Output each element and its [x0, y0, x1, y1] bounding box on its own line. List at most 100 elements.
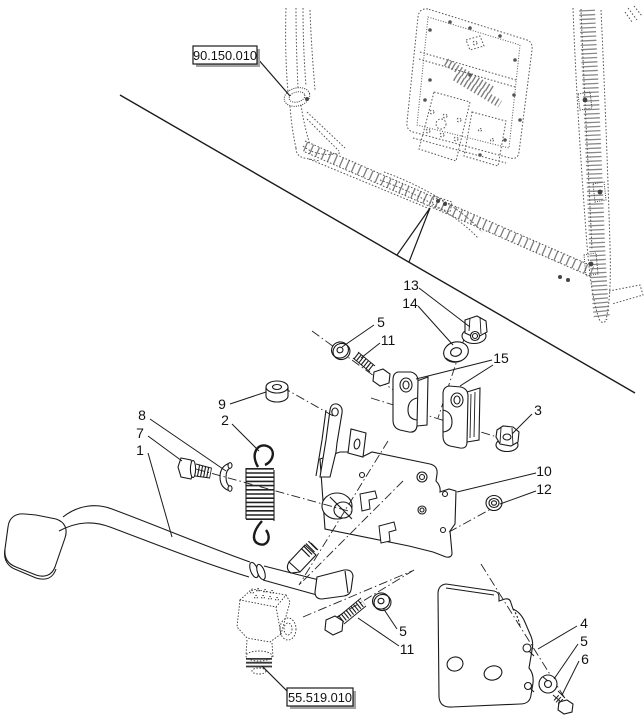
callout-leader-line — [417, 305, 454, 346]
screw-7 — [177, 457, 213, 480]
ref-box-frame-ref[interactable]: 90.150.010 — [192, 45, 291, 97]
callout-leader-line — [147, 435, 183, 462]
washer-14 — [443, 341, 469, 363]
part-callout-6: 6 — [561, 651, 589, 696]
seat-plate — [418, 91, 507, 167]
cab-frame — [283, 5, 644, 323]
part-callout-5: 5 — [382, 607, 407, 639]
callout-leader-line — [537, 625, 578, 650]
part-callout-5: 5 — [341, 314, 385, 348]
part-callout-8: 8 — [138, 407, 227, 472]
refbox-layer: 90.150.010 55.519.010 — [192, 45, 356, 709]
part-number-14[interactable]: 14 — [402, 295, 418, 311]
callout-leader-line — [511, 413, 533, 435]
washer-5-lower — [538, 674, 558, 694]
part-number-11[interactable]: 11 — [400, 641, 415, 657]
part-number-7[interactable]: 7 — [136, 425, 144, 441]
bushing-9 — [265, 380, 289, 403]
part-callout-7: 7 — [136, 425, 183, 462]
part-callout-2: 2 — [221, 412, 260, 452]
part-number-5[interactable]: 5 — [377, 314, 385, 330]
panel-fasteners — [423, 20, 522, 157]
part-number-6[interactable]: 6 — [581, 651, 589, 667]
part-number-8[interactable]: 8 — [138, 407, 146, 423]
part-callout-13: 13 — [403, 277, 471, 328]
part-number-11[interactable]: 11 — [381, 332, 396, 348]
clamp-15 — [392, 371, 481, 449]
callout-leader-line — [456, 472, 537, 493]
part-number-9[interactable]: 9 — [218, 396, 226, 412]
frame-clamp — [283, 87, 311, 107]
part-callout-9: 9 — [218, 391, 267, 412]
part-number-4[interactable]: 4 — [580, 615, 588, 631]
part-callout-4: 4 — [537, 615, 588, 650]
part-number-12[interactable]: 12 — [536, 481, 552, 497]
pedal-1 — [4, 505, 354, 600]
part-number-15[interactable]: 15 — [493, 350, 509, 366]
pedal-pivot-pin — [286, 539, 319, 574]
part-callout-14: 14 — [402, 295, 454, 346]
part-number-5[interactable]: 5 — [580, 633, 588, 649]
nut-3 — [495, 425, 520, 453]
bolt-11-lower — [324, 597, 367, 636]
callout-leader-line — [553, 643, 579, 680]
part-callout-3: 3 — [511, 402, 542, 435]
part-callout-11: 11 — [357, 617, 415, 657]
callout-leader-line — [499, 490, 537, 505]
connector-switch — [236, 588, 297, 675]
callout-leader-line — [382, 607, 398, 630]
rail-tube — [379, 171, 483, 239]
part-number-1[interactable]: 1 — [136, 442, 144, 458]
callout-layer: 13 14 5 11 15 3 9 8 2 71 10 12 5 11 4 5 6 — [136, 277, 589, 696]
ref-box-leader-line — [256, 57, 291, 97]
part-callout-12: 12 — [499, 481, 552, 505]
support-plate-4 — [437, 583, 535, 708]
section-line — [119, 94, 636, 394]
part-number-3[interactable]: 3 — [534, 402, 542, 418]
spring-2 — [245, 444, 275, 546]
callout-leader-line — [418, 287, 471, 328]
part-number-5[interactable]: 5 — [399, 623, 407, 639]
corner-gusset — [302, 111, 346, 155]
washer-5-mid — [371, 592, 392, 612]
screw-6 — [552, 690, 574, 715]
callout-leader-line — [357, 617, 400, 647]
b-post-hinges — [577, 91, 607, 277]
part-callout-1: 1 — [136, 442, 173, 538]
callout-leader-line — [147, 452, 173, 538]
ref-box-label[interactable]: 55.519.010 — [288, 690, 352, 705]
callout-leader-line — [415, 359, 493, 380]
part-number-10[interactable]: 10 — [536, 463, 552, 479]
bolt-11-upper — [352, 351, 391, 387]
side-bar — [608, 5, 644, 305]
callout-leader-line — [149, 418, 227, 472]
mounting-plate-10 — [319, 451, 457, 558]
ref-box-label[interactable]: 90.150.010 — [193, 48, 257, 63]
b-post — [572, 7, 611, 323]
callout-leader-line — [360, 342, 381, 359]
callout-leader-line — [341, 324, 375, 348]
rear-panel — [406, 8, 533, 164]
part-callout-11: 11 — [360, 332, 396, 359]
ref-box-frame[interactable] — [192, 45, 258, 65]
a-post — [285, 7, 321, 162]
ref-box-connector-ref[interactable]: 55.519.010 — [261, 665, 356, 709]
ref-box-frame[interactable] — [286, 687, 354, 707]
callout-leader-line — [231, 423, 260, 452]
washer-8 — [219, 462, 233, 492]
nut-13 — [461, 315, 488, 345]
callout-leader-line — [459, 364, 494, 387]
part-callout-10: 10 — [456, 463, 552, 493]
callout-leader-line — [229, 391, 267, 405]
part-number-13[interactable]: 13 — [403, 277, 419, 293]
floor-rail — [303, 140, 594, 282]
support-bracket — [315, 403, 367, 478]
panel-struts — [443, 58, 503, 108]
part-number-2[interactable]: 2 — [221, 412, 229, 428]
callout-leader-line — [561, 660, 580, 696]
ref-box-leader-line — [261, 665, 288, 692]
part-callout-5: 5 — [553, 633, 588, 680]
washer-12 — [485, 494, 503, 512]
